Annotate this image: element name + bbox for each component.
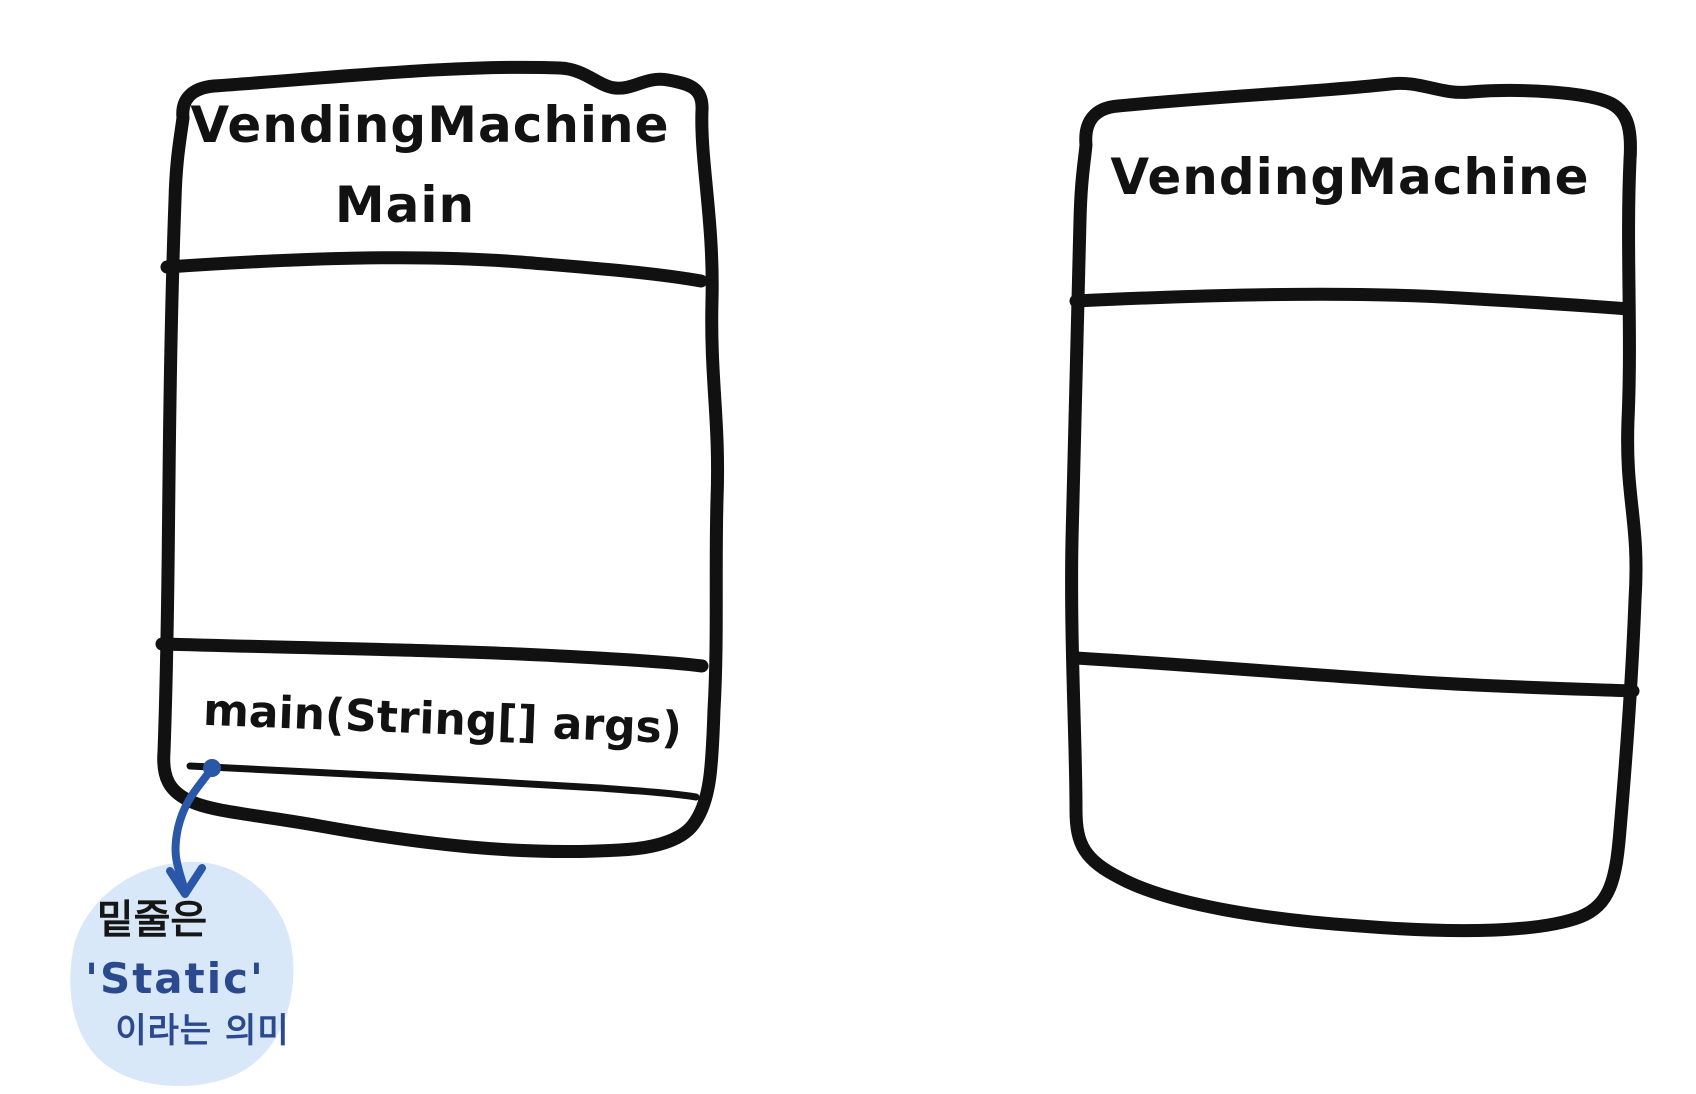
left-class-name-line1: VendingMachine xyxy=(190,96,670,154)
annotation-line1-underline-means: 밑줄은 xyxy=(96,897,208,943)
right-class-box-outline xyxy=(1065,76,1643,938)
annotation-arrow xyxy=(171,764,216,892)
right-class-title-divider xyxy=(1069,287,1636,316)
right-class-name: VendingMachine xyxy=(1110,148,1590,206)
left-class-box-outline xyxy=(157,60,725,859)
static-underline xyxy=(186,762,700,801)
right-class-methods-divider xyxy=(1068,651,1640,698)
left-class-title-divider xyxy=(160,251,708,288)
annotation-line3-meaning: 이라는 의미 xyxy=(115,1011,290,1051)
left-class-methods-divider xyxy=(155,637,709,673)
annotation-arrowhead-icon xyxy=(166,864,206,898)
left-class-name-line2: Main xyxy=(334,176,476,234)
annotation-highlight-blob xyxy=(70,861,294,1087)
annotation-line2-static-keyword: 'Static' xyxy=(85,954,265,1003)
